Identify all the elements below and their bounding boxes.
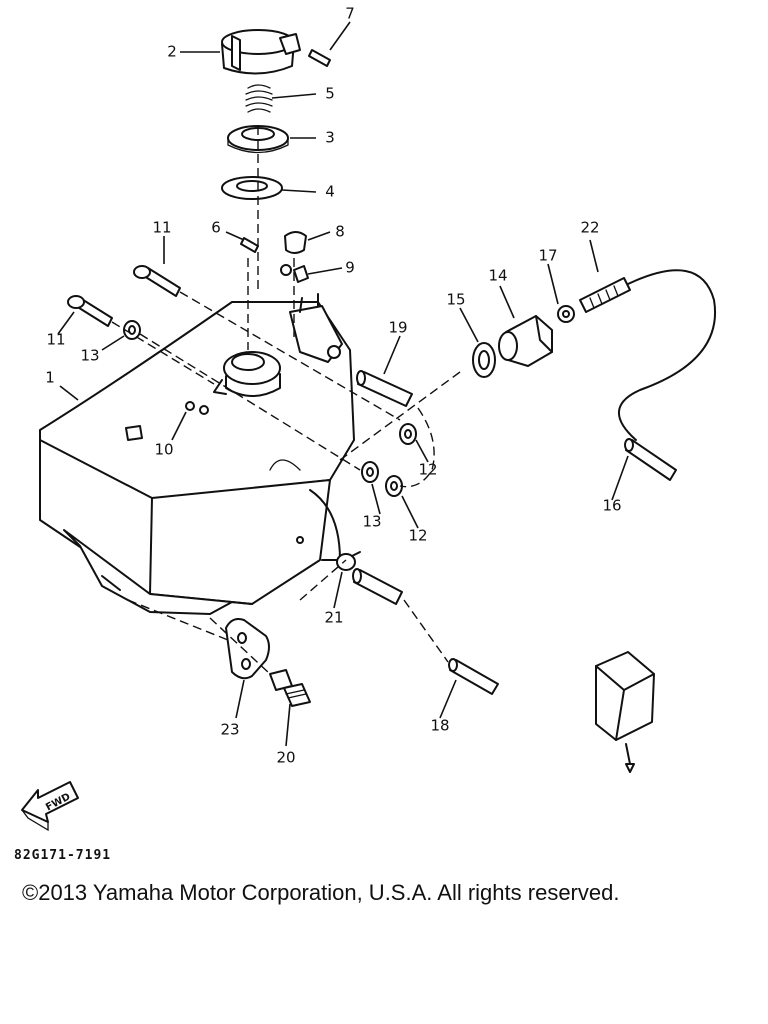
forward-arrow-icon: FWD [21, 781, 79, 832]
diagram-reference-code: 82G171-7191 [14, 848, 112, 863]
callout-13a: 13 [80, 347, 99, 365]
callout-13b: 13 [362, 513, 381, 531]
washer-13b-part [361, 461, 379, 483]
bolt-11a-part [133, 265, 181, 297]
bolt-11b-part [67, 295, 113, 327]
hose-16-part [624, 438, 677, 481]
callout-6: 6 [211, 219, 221, 237]
hose-18a-part [352, 568, 403, 605]
pin-part [308, 49, 331, 67]
spring-part [245, 84, 273, 113]
cable-22-part [579, 269, 717, 441]
callout-18: 18 [430, 717, 449, 735]
bracket-23-part [225, 618, 270, 680]
washer-15-part [472, 342, 496, 378]
fuel-gauge-14-part [498, 315, 553, 367]
clamp-17-part [557, 305, 575, 323]
leader-lines [57, 21, 629, 747]
callout-17: 17 [538, 247, 557, 265]
callout-1: 1 [45, 369, 55, 387]
hose-19-part [356, 370, 413, 407]
callout-19: 19 [388, 319, 407, 337]
callout-22: 22 [580, 219, 599, 237]
hose-18b-part [448, 658, 499, 695]
callout-23: 23 [220, 721, 239, 739]
washer-part [221, 176, 283, 200]
fuel-cap-part [221, 29, 301, 75]
callout-12b: 12 [408, 527, 427, 545]
fuel-filter-part [595, 651, 655, 773]
bolt-20-part [269, 669, 311, 707]
callout-8: 8 [335, 223, 345, 241]
callout-20: 20 [276, 749, 295, 767]
callout-9: 9 [345, 259, 355, 277]
callout-11a: 11 [152, 219, 171, 237]
copyright-notice: ©2013 Yamaha Motor Corporation, U.S.A. A… [22, 880, 620, 905]
callout-15: 15 [446, 291, 465, 309]
callout-14: 14 [488, 267, 507, 285]
grommet-12b-part [385, 475, 403, 497]
grommet-8-part [284, 231, 307, 254]
clamp-21-part [336, 551, 361, 571]
callout-10: 10 [154, 441, 173, 459]
fuel-tank-part [39, 293, 355, 615]
callout-5: 5 [325, 85, 335, 103]
callout-21: 21 [324, 609, 343, 627]
callout-12a: 12 [418, 461, 437, 479]
screw-6-part [240, 237, 259, 253]
parts-diagram: 1 2 3 4 5 6 7 8 9 10 11 11 12 12 13 13 1… [21, 5, 717, 832]
grommet-12a-part [399, 423, 417, 445]
callout-2: 2 [167, 43, 177, 61]
callout-labels: 1 2 3 4 5 6 7 8 9 10 11 11 12 12 13 13 1… [45, 5, 621, 767]
washer-13a-part [123, 320, 141, 340]
callout-16: 16 [602, 497, 621, 515]
callout-4: 4 [325, 183, 335, 201]
clip-9-part [280, 264, 309, 283]
callout-11b: 11 [46, 331, 65, 349]
reference-lines [111, 126, 461, 675]
callout-3: 3 [325, 129, 335, 147]
callout-7: 7 [345, 5, 355, 23]
